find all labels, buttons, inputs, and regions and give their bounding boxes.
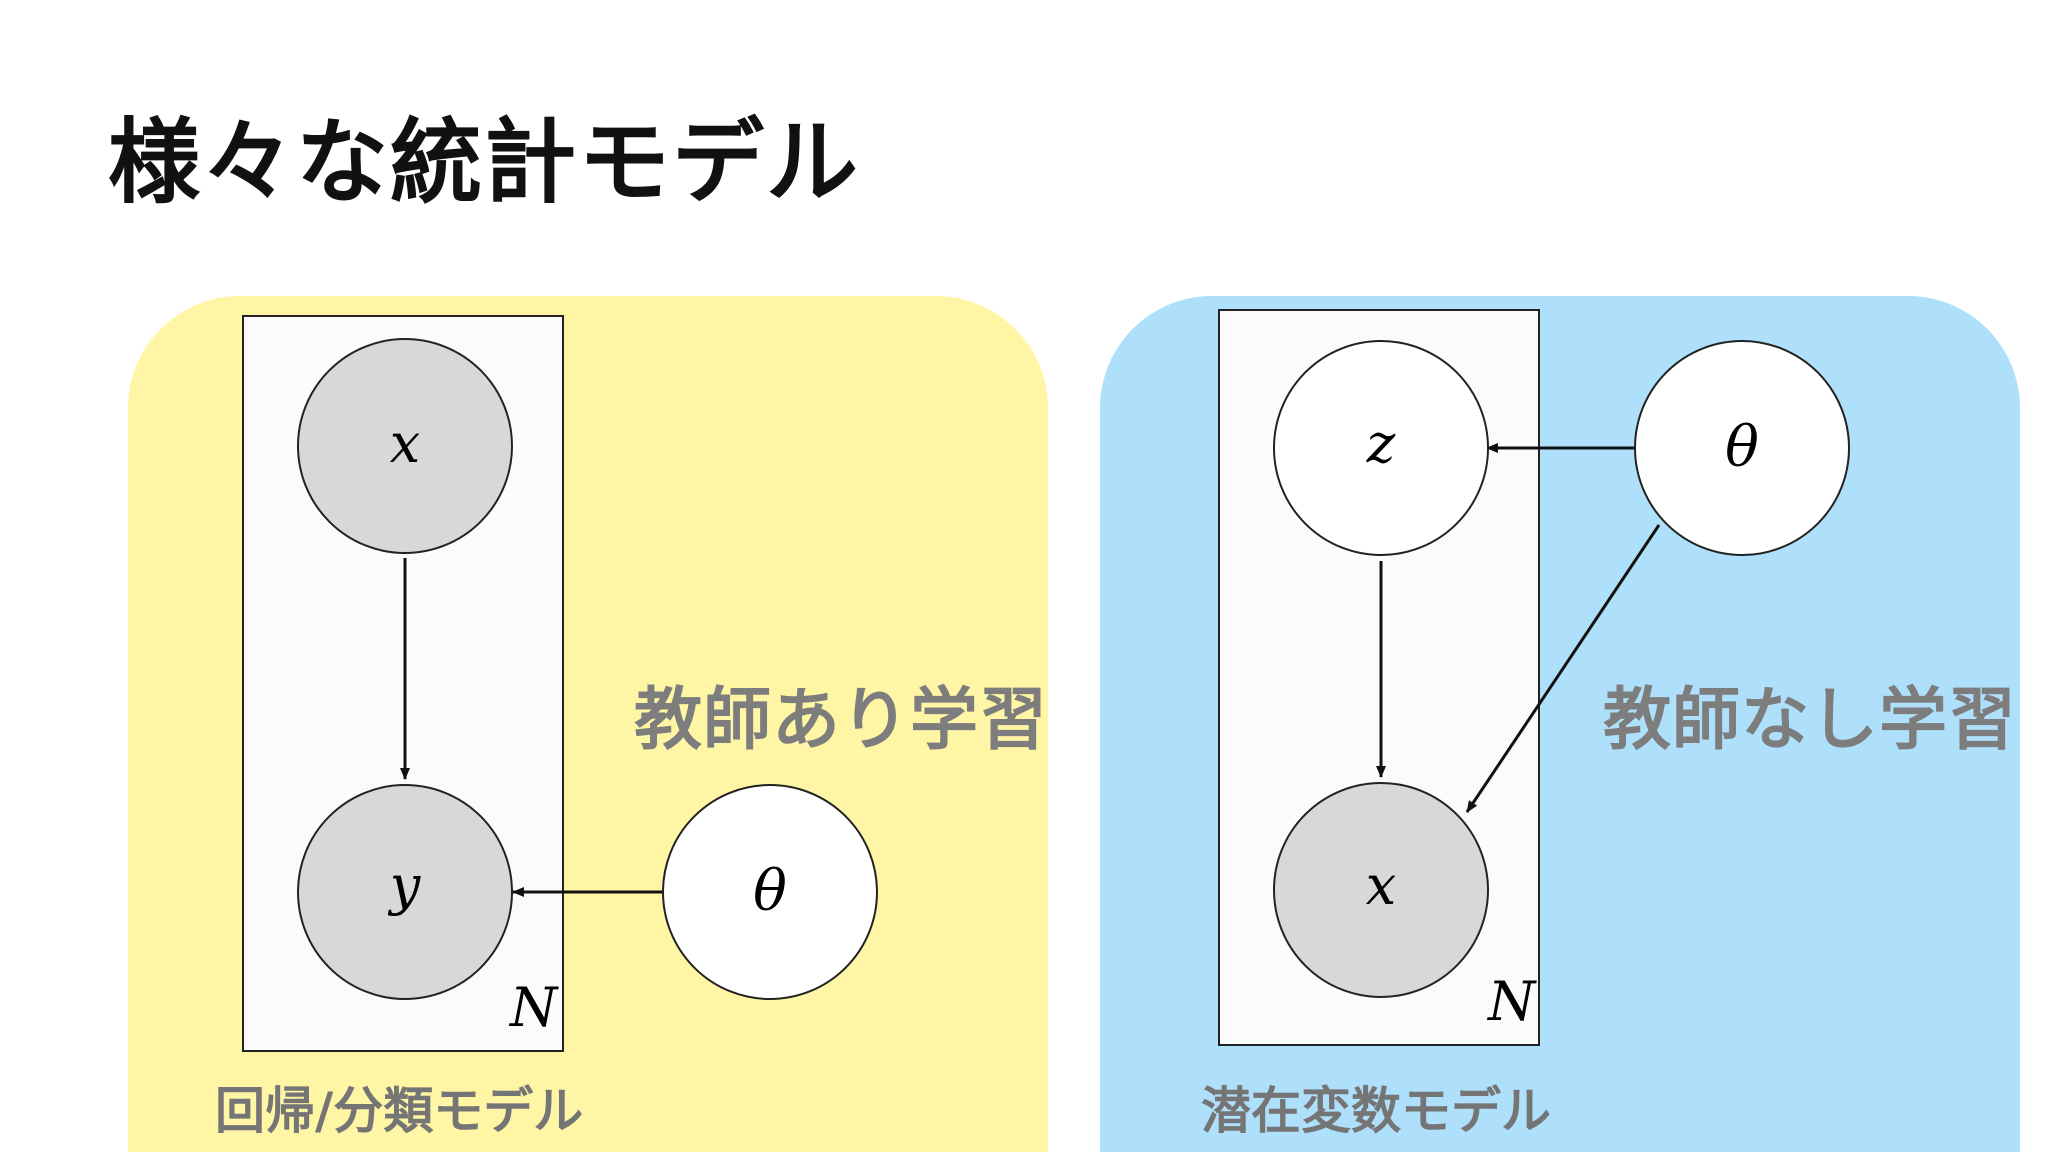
node-x-label: x — [1366, 854, 1396, 917]
supervised-learning-label: 教師あり学習 — [634, 681, 1048, 760]
node-theta-label: θ — [1725, 415, 1759, 480]
unsupervised-graphical-model: N z x θ — [1218, 309, 1850, 1046]
unsupervised-model-panel: N z x θ 教師なし学習 潜在変数モデル — [1100, 296, 2020, 1152]
regression-classification-caption: 回帰/分類モデル — [215, 1082, 584, 1140]
supervised-model-panel: N x y θ 教師あり学習 回帰/分類モデル — [128, 296, 1048, 1152]
plate-label: N — [508, 976, 559, 1039]
latent-variable-model-caption: 潜在変数モデル — [1201, 1082, 1551, 1140]
node-theta-label: θ — [753, 859, 787, 924]
node-x-observed — [297, 338, 513, 554]
node-z-latent — [1273, 340, 1489, 556]
unsupervised-learning-label: 教師なし学習 — [1603, 681, 2018, 760]
node-x-observed — [1273, 782, 1489, 998]
node-y-label: y — [388, 854, 422, 917]
node-y-observed — [297, 784, 513, 1000]
node-x-label: x — [390, 412, 420, 475]
page-title: 様々な統計モデル — [108, 109, 861, 216]
edge-theta-to-x — [1465, 524, 1661, 813]
node-theta-parameter — [1634, 340, 1850, 556]
supervised-graphical-model: N x y θ — [242, 315, 878, 1052]
node-theta-parameter — [662, 784, 878, 1000]
plate-label: N — [1486, 970, 1537, 1033]
node-z-label: z — [1366, 412, 1396, 475]
